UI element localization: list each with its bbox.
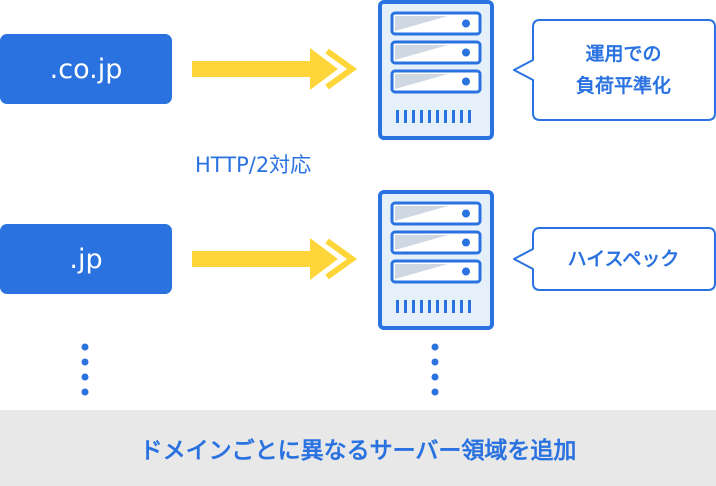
domain-box-jp: .jp <box>0 224 172 294</box>
domain-label: .jp <box>69 243 103 275</box>
bubble-line: 運用での <box>585 43 662 65</box>
bubble-text: ハイスペック <box>534 243 713 275</box>
double-chevron-arrow-icon <box>192 48 358 90</box>
bubble-text: 運用での 負荷平準化 <box>534 38 713 102</box>
speech-bubble-shape <box>513 19 716 121</box>
vertical-ellipsis-icon <box>81 343 89 396</box>
domain-label: .co.jp <box>49 53 123 85</box>
footer-text: ドメインごとに異なるサーバー領域を追加 <box>139 438 577 464</box>
speech-bubble-load-balancing: 運用での 負荷平準化 <box>512 18 716 122</box>
double-chevron-arrow-icon <box>192 238 358 280</box>
speech-bubble-high-spec: ハイスペック <box>512 226 716 292</box>
server-icon <box>378 0 494 140</box>
bubble-line: ハイスペック <box>567 248 680 270</box>
server-icon <box>378 190 494 330</box>
speech-bubble-shape <box>513 227 716 291</box>
bubble-line: 負荷平準化 <box>575 75 671 97</box>
footer-band: ドメインごとに異なるサーバー領域を追加 <box>0 410 716 486</box>
domain-box-co-jp: .co.jp <box>0 34 172 104</box>
http2-label: HTTP/2対応 <box>195 153 312 177</box>
vertical-ellipsis-icon <box>431 343 439 396</box>
